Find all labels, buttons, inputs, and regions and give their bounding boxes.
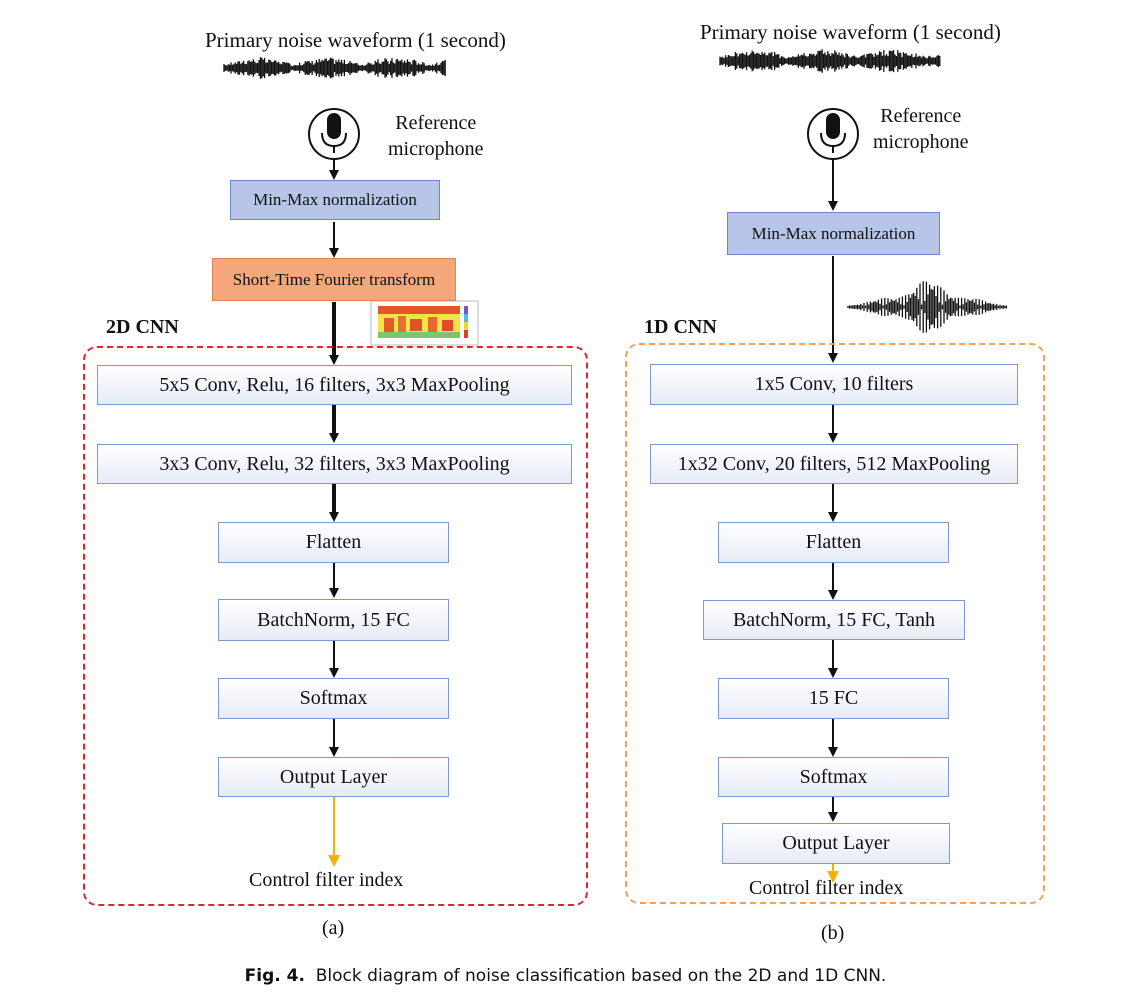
layer-batchnorm-box-a: BatchNorm, 15 FC — [218, 599, 449, 641]
reference-microphone-label-b: Reference microphone — [873, 103, 969, 155]
layer-softmax-box-a: Softmax — [218, 678, 449, 719]
layer-conv5x5-box: 5x5 Conv, Relu, 16 filters, 3x3 MaxPooli… — [97, 365, 572, 405]
section-label-2d-cnn: 2D CNN — [106, 316, 179, 338]
caption-prefix: Fig. 4. — [244, 966, 305, 986]
layer-softmax-box-b: Softmax — [718, 757, 949, 797]
cnn-1d-container — [625, 343, 1045, 904]
normalized-waveform-burst — [847, 281, 1008, 333]
reference-label-line2-a: microphone — [388, 138, 484, 160]
primary-noise-waveform-b — [719, 49, 941, 73]
control-filter-index-a: Control filter index — [249, 869, 404, 891]
layer-15fc-box: 15 FC — [718, 678, 949, 719]
stft-box: Short-Time Fourier transform — [212, 258, 456, 301]
figure-caption: Fig. 4. Block diagram of noise classific… — [0, 966, 1131, 986]
spectrogram-thumbnail — [370, 300, 479, 346]
reference-label-line1-a: Reference — [395, 112, 477, 134]
layer-flatten-box-a: Flatten — [218, 522, 449, 563]
layer-output-box-b: Output Layer — [722, 823, 950, 864]
minmax-normalization-box-a: Min-Max normalization — [230, 180, 440, 220]
caption-text: Block diagram of noise classification ba… — [315, 966, 887, 986]
layer-conv1x32-box: 1x32 Conv, 20 filters, 512 MaxPooling — [650, 444, 1018, 484]
section-label-1d-cnn: 1D CNN — [644, 316, 717, 338]
microphone-icon-b — [807, 108, 859, 160]
waveform-title-b: Primary noise waveform (1 second) — [700, 20, 1001, 44]
reference-label-line2-b: microphone — [873, 131, 969, 153]
layer-flatten-box-b: Flatten — [718, 522, 949, 563]
waveform-title-a: Primary noise waveform (1 second) — [205, 28, 506, 52]
control-filter-index-b: Control filter index — [749, 877, 904, 899]
layer-conv3x3-box: 3x3 Conv, Relu, 32 filters, 3x3 MaxPooli… — [97, 444, 572, 484]
primary-noise-waveform-a — [223, 57, 446, 79]
cnn-2d-container — [83, 346, 588, 906]
sublabel-b: (b) — [821, 922, 845, 944]
reference-microphone-label-a: Reference microphone — [388, 110, 484, 162]
layer-batchnorm-tanh-box: BatchNorm, 15 FC, Tanh — [703, 600, 965, 640]
microphone-icon-a — [308, 108, 360, 160]
layer-output-box-a: Output Layer — [218, 757, 449, 797]
layer-conv1x5-box: 1x5 Conv, 10 filters — [650, 364, 1018, 405]
minmax-normalization-box-b: Min-Max normalization — [727, 212, 940, 255]
sublabel-a: (a) — [322, 917, 345, 939]
reference-label-line1-b: Reference — [880, 105, 962, 127]
